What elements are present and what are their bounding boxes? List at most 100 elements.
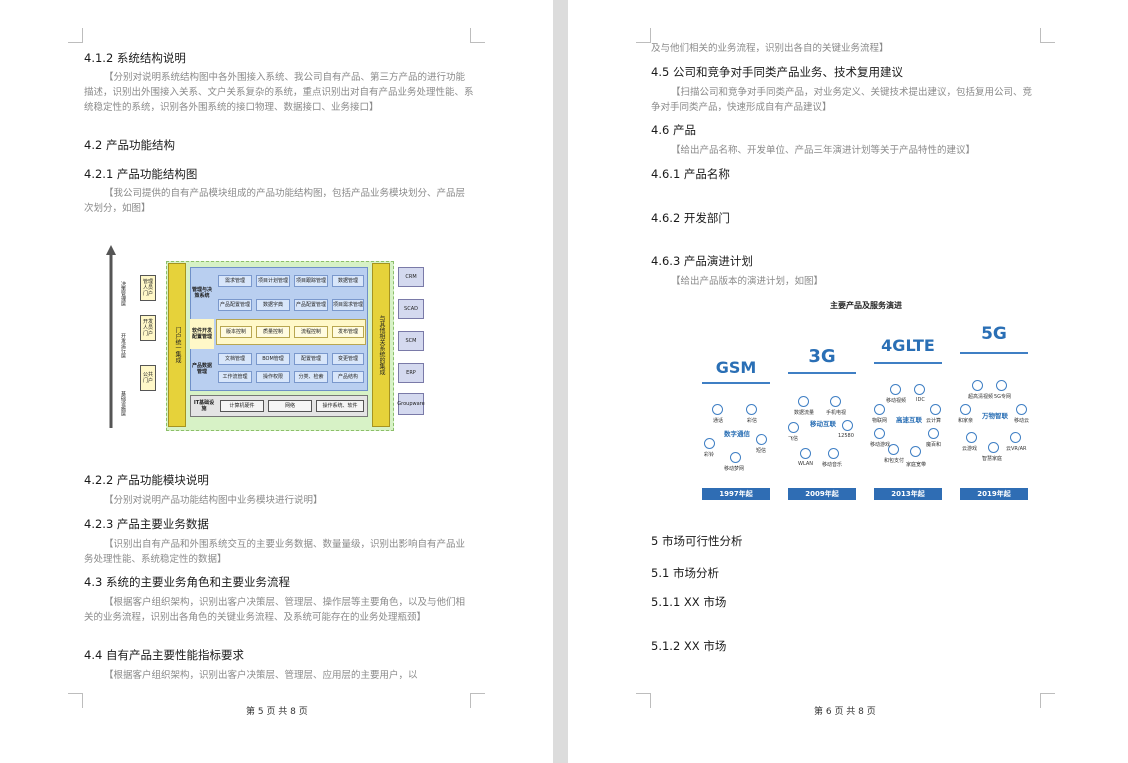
portal-box: 开发人员门户	[140, 315, 156, 341]
module-box: 质量控制	[256, 326, 290, 338]
magic-box-icon	[928, 428, 939, 439]
module-box: 发布管理	[332, 326, 364, 338]
era-3g: 3G 数据流量 手机电视 飞信 12580 WLAN 移动音乐 移动互联 200…	[784, 320, 860, 500]
service-label: 数据流量	[794, 410, 815, 416]
module-box: 分类、检索	[294, 371, 328, 383]
axis-label: 决策管理层	[120, 280, 126, 306]
portal-box: 管理人员门户	[140, 275, 156, 301]
monternet-icon	[730, 452, 741, 463]
paragraph-4-2-3: 【识别出自有产品和外围系统交互的主要业务数据、数量量级，识别出影响自有产品业务处…	[84, 539, 466, 565]
heading-4-2: 4.2 产品功能结构	[84, 138, 175, 152]
module-box: 操作权限	[256, 371, 290, 383]
module-box: 产品配置管理	[218, 299, 252, 311]
generation-label: 3G	[808, 346, 836, 367]
module-box: 网络	[268, 400, 312, 412]
vr-ar-icon	[1010, 432, 1021, 443]
module-box: 版本控制	[220, 326, 252, 338]
service-label: WLAN	[798, 461, 814, 467]
mobile-cloud-icon	[1016, 404, 1027, 415]
module-box: 工作流管理	[218, 371, 252, 383]
service-label: 移动梦网	[724, 466, 745, 472]
service-label: 移动音乐	[822, 462, 843, 468]
music-icon	[828, 448, 839, 459]
page-6: 及与他们相关的业务流程，识别出各自的关键业务流程】 4.5 公司和竞争对手同类产…	[568, 0, 1128, 763]
page-footer: 第 6 页 共 8 页	[814, 707, 876, 717]
service-label: 移动云	[1014, 418, 1030, 424]
family-icon	[960, 404, 971, 415]
page-corner-mark	[636, 693, 651, 708]
cloud-game-icon	[966, 432, 977, 443]
axis-label: 基础设施层	[120, 390, 126, 416]
paragraph-4-3: 【根据客户组织架构，识别出客户决策层、管理层、操作层等主要角色，以及与他们相关的…	[84, 597, 466, 623]
mms-icon	[746, 404, 757, 415]
product-evolution-diagram: 主要产品及服务演进 GSM 通话 彩信 彩铃 短信 移动梦网 数字通信 1997…	[696, 300, 1036, 505]
service-label: 魔百和	[926, 442, 942, 448]
service-label: 云游戏	[962, 446, 978, 452]
service-label: 和家亲	[958, 418, 974, 424]
heading-4-1-2: 4.1.2 系统结构说明	[84, 51, 186, 65]
era-center-label: 数字通信	[724, 430, 750, 438]
era-divider	[960, 352, 1028, 354]
service-label: 通话	[713, 418, 724, 424]
external-system-box: SCM	[398, 331, 424, 351]
era-year-bar: 2019年起	[960, 488, 1028, 500]
heading-4-6-1: 4.6.1 产品名称	[651, 167, 730, 181]
service-label: 手机电视	[826, 410, 847, 416]
private-network-icon	[996, 380, 1007, 391]
paragraph-4-6: 【给出产品名称、开发单位、产品三年演进计划等关于产品特性的建议】	[671, 145, 976, 156]
page-corner-mark	[1040, 693, 1055, 708]
ringtone-icon	[704, 438, 715, 449]
module-box: 配置管理	[294, 353, 328, 365]
broadband-icon	[910, 446, 921, 457]
paragraph-4-2-1: 【我公司提供的自有产品模块组成的产品功能结构图，包括产品业务模块划分、产品层次划…	[84, 188, 466, 214]
heading-4-6: 4.6 产品	[651, 123, 696, 137]
call-icon	[712, 404, 723, 415]
page-5: 4.1.2 系统结构说明 【分别对说明系统结构图中各外围接入系统、我公司自有产品…	[0, 0, 553, 763]
payment-icon	[888, 444, 899, 455]
generation-label: 4GLTE	[881, 336, 935, 355]
era-center-label: 移动互联	[810, 420, 836, 428]
external-system-box: ERP	[398, 363, 424, 383]
external-system-box: Groupware	[397, 393, 425, 415]
era-center-label: 高速互联	[896, 416, 922, 424]
wlan-icon	[800, 448, 811, 459]
heading-4-2-1: 4.2.1 产品功能结构图	[84, 167, 198, 181]
page-corner-mark	[68, 28, 83, 43]
module-box: BOM管理	[256, 353, 290, 365]
heading-5: 5 市场可行性分析	[651, 534, 743, 548]
smart-home-icon	[988, 442, 999, 453]
row-label: 软件开发配置管理	[190, 319, 214, 349]
era-gsm: GSM 通话 彩信 彩铃 短信 移动梦网 数字通信 1997年起	[698, 320, 774, 500]
paragraph-4-4: 【根据客户组织架构，识别出客户决策层、管理层、应用层的主要用户，以	[104, 670, 418, 681]
data-traffic-icon	[798, 396, 809, 407]
row-label: 管理与决策系统	[191, 287, 212, 299]
service-label: 云计算	[926, 418, 942, 424]
heading-4-2-3: 4.2.3 产品主要业务数据	[84, 517, 209, 531]
cloud-icon	[930, 404, 941, 415]
module-box: 数据管理	[332, 275, 364, 287]
service-label: 5G专网	[994, 394, 1012, 400]
era-center-label: 万物智联	[982, 412, 1008, 420]
module-box: 计算机硬件	[220, 400, 264, 412]
heading-4-6-3: 4.6.3 产品演进计划	[651, 254, 753, 268]
module-box: 产品结构	[332, 371, 364, 383]
product-structure-diagram: 决策管理层 开发运行层 基础设施层 管理人员门户 开发人员门户 公共门户 门户统…	[106, 245, 425, 435]
portal-integration-bar: 门户统一集成	[168, 263, 186, 427]
paragraph-4-6-3: 【给出产品版本的演进计划，如图】	[671, 276, 824, 287]
era-divider	[702, 382, 770, 384]
module-box: 项目跟踪管理	[294, 275, 328, 287]
idc-icon	[914, 384, 925, 395]
paragraph-4-2-2: 【分别对说明产品功能结构图中业务模块进行说明】	[104, 495, 323, 506]
page-corner-mark	[470, 28, 485, 43]
paragraph-continued: 及与他们相关的业务流程，识别出各自的关键业务流程】	[651, 43, 889, 54]
sms-icon	[756, 434, 767, 445]
heading-4-2-2: 4.2.2 产品功能模块说明	[84, 473, 209, 487]
module-box: 需求管理	[218, 275, 252, 287]
service-label: 智慧家庭	[982, 456, 1003, 462]
era-divider	[874, 362, 942, 364]
heading-5-1-1: 5.1.1 XX 市场	[651, 595, 727, 609]
page-corner-mark	[1040, 28, 1055, 43]
service-label: 超高清视频	[968, 394, 994, 400]
service-label: 移动视频	[886, 398, 907, 404]
era-4g: 4GLTE 移动视频 IDC 物联网 云计算 移动游戏 和包支付 家庭宽带 魔百…	[870, 320, 946, 500]
